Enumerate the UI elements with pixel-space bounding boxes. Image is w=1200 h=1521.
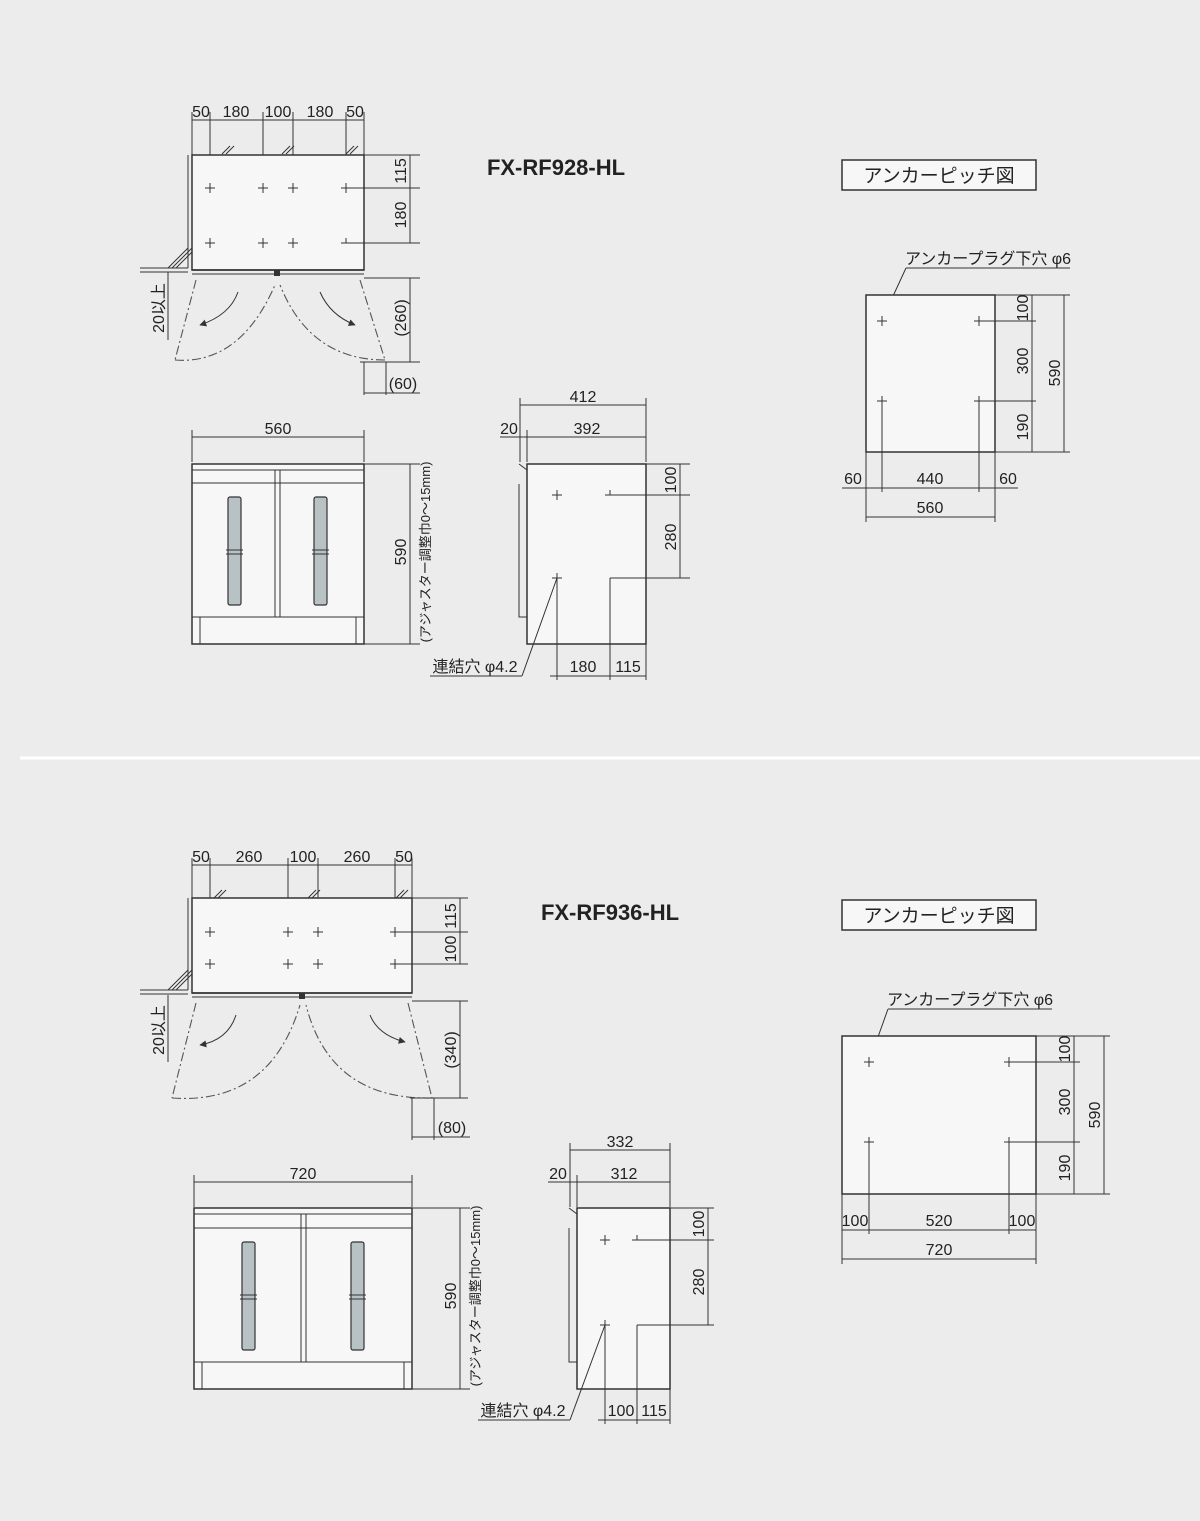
front-view-1: 560 590 (アジャスター調整巾0～15mm) bbox=[191, 421, 433, 645]
side1-gap: 20 bbox=[500, 421, 518, 438]
front1-height: 590 bbox=[393, 539, 410, 566]
model-title-1: FX-RF928-HL bbox=[487, 155, 625, 180]
plan2-door-dim: (340) bbox=[443, 1031, 460, 1068]
anchor-pitch-2: アンカーピッチ図 アンカープラグ下穴 φ6 100 300 190 590 10… bbox=[841, 899, 1110, 1264]
anchor2-bottom-dim-2: 520 bbox=[926, 1213, 953, 1230]
anchor1-total-w: 560 bbox=[917, 500, 944, 517]
plan2-dim-3: 100 bbox=[290, 849, 317, 866]
front1-width: 560 bbox=[265, 421, 292, 438]
side2-bottom-dim-1: 100 bbox=[608, 1403, 635, 1420]
plan2-right-dim-2: 100 bbox=[443, 936, 460, 963]
front2-adjuster: (アジャスター調整巾0～15mm) bbox=[468, 1206, 483, 1387]
wall-hatch-2 bbox=[167, 889, 409, 991]
side2-right-dim-2: 280 bbox=[691, 1269, 708, 1296]
side2-bottom-dim-2: 115 bbox=[641, 1403, 667, 1420]
plan2-clearance: 20以上 bbox=[150, 1005, 168, 1055]
anchor1-bottom-dim-3: 60 bbox=[999, 471, 1017, 488]
plan2-dim-2: 260 bbox=[236, 849, 263, 866]
side1-hole-label: 連結穴 φ4.2 bbox=[432, 658, 517, 676]
plan-view-1: 50 180 100 180 50 bbox=[140, 104, 420, 395]
plan1-dim-5: 50 bbox=[346, 104, 364, 121]
anchor1-footprint bbox=[865, 294, 996, 453]
front2-cabinet bbox=[193, 1207, 413, 1390]
side2-depth: 312 bbox=[611, 1166, 638, 1183]
anchor1-total-h: 590 bbox=[1047, 360, 1064, 387]
side1-right-dim-1: 100 bbox=[663, 467, 680, 494]
anchor2-right-dim-2: 300 bbox=[1057, 1089, 1074, 1116]
side2-total: 332 bbox=[607, 1134, 634, 1151]
anchor1-right-dim-3: 190 bbox=[1015, 414, 1032, 441]
front2-height: 590 bbox=[443, 1283, 460, 1310]
anchor1-right-dim-1: 100 bbox=[1015, 295, 1032, 322]
anchor2-bottom-dim-3: 100 bbox=[1009, 1213, 1036, 1230]
plan2-cabinet bbox=[191, 897, 413, 994]
side2-gap: 20 bbox=[549, 1166, 567, 1183]
side1-depth: 392 bbox=[574, 421, 601, 438]
plan2-dim-5: 50 bbox=[395, 849, 413, 866]
anchor2-bottom-dim-1: 100 bbox=[842, 1213, 869, 1230]
anchor2-footprint bbox=[841, 1035, 1037, 1195]
section-2: 50 260 100 260 50 bbox=[140, 849, 1110, 1424]
front2-handle-left bbox=[241, 1241, 256, 1351]
anchor2-total-w: 720 bbox=[926, 1242, 953, 1259]
anchor2-title: アンカーピッチ図 bbox=[863, 906, 1014, 927]
anchor1-bottom-dim-2: 440 bbox=[917, 471, 944, 488]
wall-hatch-1 bbox=[167, 145, 359, 269]
plan2-right-dim-1: 115 bbox=[443, 903, 460, 929]
plan1-clearance: 20以上 bbox=[150, 283, 168, 333]
anchor1-hole-label: アンカープラグ下穴 φ6 bbox=[905, 250, 1071, 268]
front1-cabinet bbox=[191, 463, 365, 645]
anchor2-total-h: 590 bbox=[1087, 1102, 1104, 1129]
front2-handle-right bbox=[350, 1241, 365, 1351]
plan2-dim-4: 260 bbox=[344, 849, 371, 866]
plan1-dim-2: 180 bbox=[223, 104, 250, 121]
plan1-swing-dim: (60) bbox=[389, 376, 417, 393]
plan1-dim-4: 180 bbox=[307, 104, 334, 121]
anchor1-right-dim-2: 300 bbox=[1015, 348, 1032, 375]
side1-cabinet bbox=[526, 463, 647, 645]
section-1: 50 180 100 180 50 bbox=[140, 104, 1071, 680]
plan1-right-dim-1: 115 bbox=[393, 158, 410, 184]
anchor2-right-dim-3: 190 bbox=[1057, 1155, 1074, 1182]
plan1-dim-3: 100 bbox=[265, 104, 292, 121]
front1-adjuster: (アジャスター調整巾0～15mm) bbox=[418, 462, 433, 643]
front1-handle-right bbox=[313, 496, 328, 606]
front-view-2: 720 590 (アジャスター調整巾0～15mm) bbox=[193, 1166, 483, 1390]
plan2-holes bbox=[205, 927, 468, 969]
plan2-dim-1: 50 bbox=[192, 849, 210, 866]
plan1-holes bbox=[205, 183, 420, 248]
side1-bottom-dim-1: 180 bbox=[570, 659, 597, 676]
plan-view-2: 50 260 100 260 50 bbox=[140, 849, 470, 1140]
side-view-1: 412 20 392 100 280 180 115 連結穴 φ4.2 bbox=[430, 389, 690, 680]
anchor-pitch-1: アンカーピッチ図 アンカープラグ下穴 φ6 100 300 190 590 60… bbox=[841, 159, 1071, 522]
front1-handle-left bbox=[227, 496, 242, 606]
side2-hole-label: 連結穴 φ4.2 bbox=[480, 1402, 565, 1420]
anchor1-title-box bbox=[841, 159, 1037, 191]
anchor1-bottom-dim-1: 60 bbox=[844, 471, 862, 488]
side1-bottom-dim-2: 115 bbox=[615, 659, 641, 676]
plan2-swing-dim: (80) bbox=[438, 1120, 466, 1137]
plan1-right-dim-2: 180 bbox=[393, 202, 410, 229]
anchor2-right-dim-1: 100 bbox=[1057, 1036, 1074, 1063]
anchor1-title: アンカーピッチ図 bbox=[863, 166, 1014, 187]
side1-total: 412 bbox=[570, 389, 597, 406]
front2-width: 720 bbox=[290, 1166, 317, 1183]
plan1-door-dim: (260) bbox=[393, 299, 410, 336]
side-view-2: 332 20 312 100 280 100 115 連結穴 φ4.2 bbox=[478, 1134, 714, 1424]
side1-right-dim-2: 280 bbox=[663, 524, 680, 551]
side2-right-dim-1: 100 bbox=[691, 1211, 708, 1238]
plan1-cabinet bbox=[191, 154, 365, 271]
model-title-2: FX-RF936-HL bbox=[541, 900, 679, 925]
anchor2-hole-label: アンカープラグ下穴 φ6 bbox=[887, 991, 1053, 1009]
anchor2-title-box bbox=[841, 899, 1037, 931]
plan1-dim-1: 50 bbox=[192, 104, 210, 121]
